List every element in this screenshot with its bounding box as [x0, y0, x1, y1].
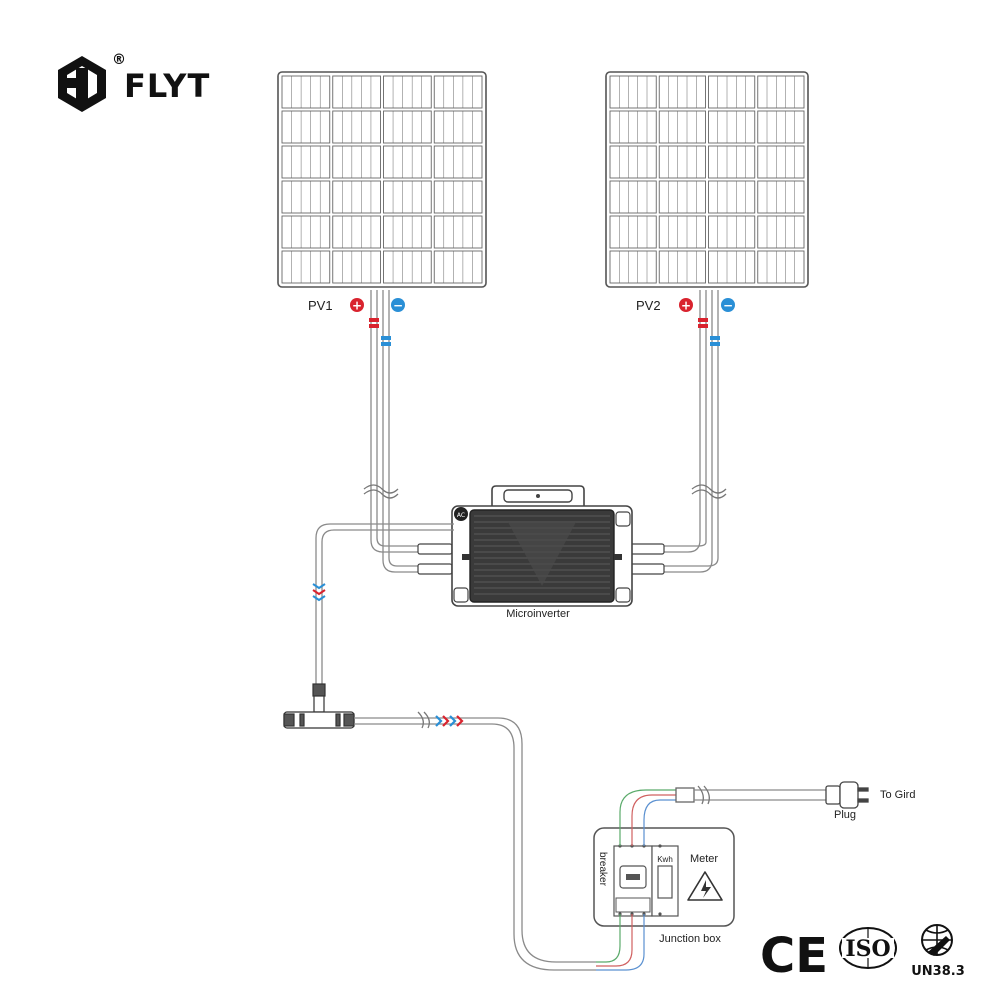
svg-text:+: + — [352, 299, 362, 313]
meter-label: Meter — [690, 853, 718, 865]
pv1-label: PV1 — [308, 298, 333, 313]
solar-cell — [609, 145, 657, 179]
pv2-dc-cables — [662, 290, 727, 573]
solar-cell — [332, 250, 381, 284]
solar-cell — [383, 75, 432, 109]
junction-box-input-wires — [596, 914, 645, 971]
solar-cell — [433, 75, 483, 109]
solar-cell — [433, 145, 483, 179]
solar-cell — [383, 110, 432, 144]
solar-cell — [609, 180, 657, 214]
solar-cell — [433, 110, 483, 144]
solar-cell — [757, 145, 805, 179]
solar-cell — [658, 215, 706, 249]
solar-cell — [433, 250, 483, 284]
solar-cell — [658, 145, 706, 179]
solar-cell — [281, 145, 331, 179]
solar-cell — [281, 250, 331, 284]
solar-cell — [383, 250, 432, 284]
solar-cell — [332, 215, 381, 249]
solar-cell — [757, 250, 805, 284]
solar-cell — [332, 145, 381, 179]
svg-text:−: − — [723, 299, 733, 313]
pv1-negative-terminal: − — [391, 298, 405, 313]
microinverter — [451, 485, 633, 607]
solar-cell — [281, 180, 331, 214]
breaker-label: breaker — [597, 852, 608, 887]
solar-cell — [383, 215, 432, 249]
solar-cell — [757, 215, 805, 249]
solar-cell — [332, 180, 381, 214]
svg-text:AC: AC — [457, 512, 465, 519]
solar-cell — [708, 110, 756, 144]
solar-cell — [609, 215, 657, 249]
plug-icon — [825, 781, 869, 809]
solar-cell — [757, 75, 805, 109]
solar-cell — [708, 250, 756, 284]
solar-cell — [708, 75, 756, 109]
ac-cable-to-junction-box — [354, 711, 596, 971]
pv2-positive-terminal: + — [679, 298, 693, 313]
microinverter-label: Microinverter — [506, 608, 570, 620]
solar-cell — [658, 110, 706, 144]
svg-text:−: − — [393, 299, 403, 313]
to-grid-label: To Gird — [880, 789, 915, 801]
solar-cell — [658, 180, 706, 214]
solar-cell — [281, 110, 331, 144]
solar-cell — [383, 145, 432, 179]
solar-cell — [658, 250, 706, 284]
pv1-dc-cables — [363, 290, 420, 573]
pv2-label: PV2 — [636, 298, 661, 313]
svg-text:+: + — [681, 299, 691, 313]
svg-text:ISO: ISO — [845, 936, 890, 962]
ac-cable-arrows — [435, 715, 464, 727]
junction-box-label: Junction box — [659, 933, 721, 945]
solar-cell — [757, 180, 805, 214]
brand-logo: ® FLYT — [58, 52, 210, 112]
solar-cell — [757, 110, 805, 144]
registered-mark: ® — [112, 52, 126, 68]
svg-text:UN38.3: UN38.3 — [911, 964, 965, 979]
svg-text:CE: CE — [760, 928, 828, 984]
solar-panel-2 — [605, 71, 809, 288]
grid-cable — [675, 785, 826, 805]
flyt-logo-icon — [58, 56, 106, 112]
pv1-positive-terminal: + — [350, 298, 364, 313]
solar-cell — [609, 250, 657, 284]
ac-port-badge: AC — [454, 507, 468, 521]
solar-cell — [708, 145, 756, 179]
solar-cell — [609, 110, 657, 144]
solar-cell — [658, 75, 706, 109]
solar-cell — [708, 180, 756, 214]
solar-cell — [332, 110, 381, 144]
un383-mark-icon: UN38.3 — [911, 924, 965, 979]
junction-box — [593, 827, 735, 927]
plug-label: Plug — [834, 809, 856, 821]
pv2-cable-markers — [698, 318, 720, 346]
t-connector — [283, 683, 355, 729]
iso-mark-icon: ISO — [839, 927, 897, 969]
ac-cable-markers — [312, 583, 326, 602]
solar-cell — [281, 215, 331, 249]
ce-mark-icon: CE — [760, 928, 828, 984]
solar-cell — [708, 215, 756, 249]
brand-name: FLYT — [124, 67, 210, 105]
solar-cell — [281, 75, 331, 109]
ac-trunk-cable — [315, 523, 454, 686]
solar-cell — [332, 75, 381, 109]
solar-cell — [433, 180, 483, 214]
solar-cell — [609, 75, 657, 109]
solar-cell — [383, 180, 432, 214]
high-voltage-warning-icon — [687, 871, 723, 901]
solar-cell — [433, 215, 483, 249]
solar-panel-1 — [277, 71, 487, 288]
pv1-cable-markers — [369, 318, 391, 346]
kwh-label: Kwh — [657, 855, 673, 864]
junction-box-output-wires — [619, 789, 678, 846]
pv2-negative-terminal: − — [721, 298, 735, 313]
